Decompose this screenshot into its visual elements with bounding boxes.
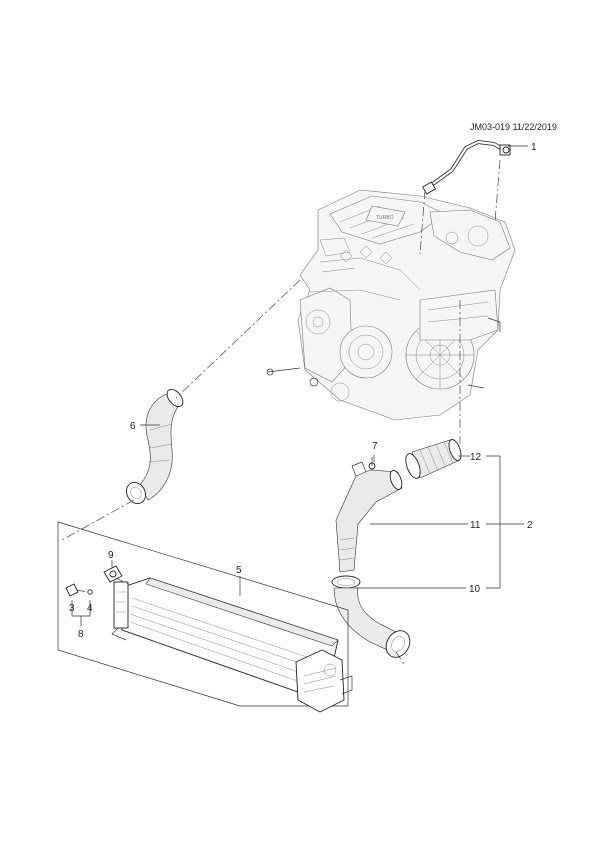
callout-11: 11 <box>470 520 481 531</box>
lower-hose-to-intercooler <box>333 587 411 658</box>
part-11-hose <box>335 461 403 573</box>
part-4-washer <box>87 589 93 595</box>
part-6-charge-air-hose <box>126 388 184 504</box>
part-1-hose <box>422 139 511 195</box>
leader-lines <box>71 145 528 626</box>
assembly-guide-lines <box>61 159 501 665</box>
part-9-sensor <box>103 565 123 583</box>
part-10-clamp <box>331 575 361 589</box>
callout-numbers: 1 2 3 4 5 6 7 8 9 10 11 12 <box>69 142 537 640</box>
part-3-bolt <box>65 583 79 597</box>
callout-5: 5 <box>236 565 242 576</box>
callout-6: 6 <box>130 421 136 432</box>
callout-1: 1 <box>531 142 537 153</box>
callout-9: 9 <box>108 550 114 561</box>
callout-7: 7 <box>372 441 378 452</box>
callout-2: 2 <box>527 520 533 531</box>
callout-4: 4 <box>87 603 93 614</box>
document-reference: JM03-019 11/22/2019 <box>470 122 557 132</box>
callout-12: 12 <box>470 452 482 463</box>
engine-badge: TURBO <box>376 215 394 221</box>
engine-assembly: TURBO <box>266 189 516 421</box>
part-5-intercooler-frame <box>57 521 349 707</box>
callout-10: 10 <box>469 584 481 595</box>
part-12-air-duct <box>405 439 462 479</box>
part-5-intercooler <box>111 577 353 713</box>
callout-3: 3 <box>69 603 75 614</box>
callout-8: 8 <box>78 629 84 640</box>
